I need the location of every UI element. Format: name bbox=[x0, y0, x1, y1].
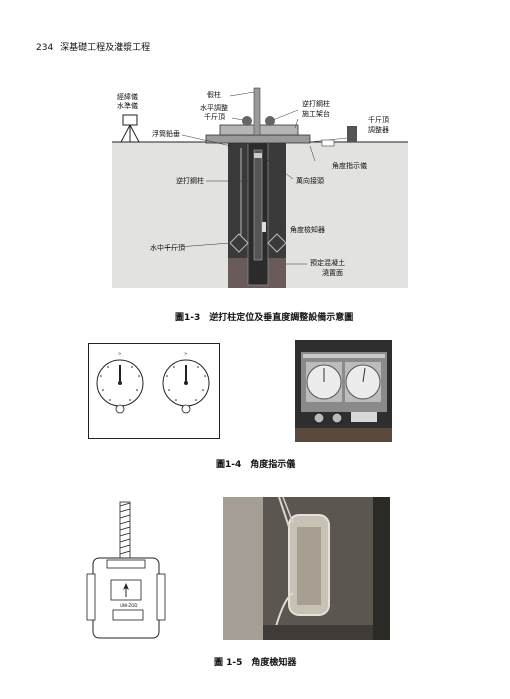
label-column-platform-2: 施工架台 bbox=[302, 110, 330, 118]
horizontal-jack-right bbox=[265, 116, 275, 126]
angle-indicator-drawing: > > bbox=[88, 343, 220, 439]
universal-joint bbox=[254, 153, 262, 158]
rod-thread bbox=[119, 502, 131, 555]
caption-figure-1-4: 圖1-4 角度指示儀 bbox=[216, 460, 296, 470]
device-label: UNI-ZOD bbox=[120, 603, 138, 608]
label-concrete-surface-2: 澆置面 bbox=[322, 269, 343, 277]
label-universal-joint: 萬向接頭 bbox=[296, 177, 324, 185]
jack-adjuster-box bbox=[347, 126, 357, 142]
figure-1-3-diagram bbox=[112, 87, 408, 288]
tripod-leg-1 bbox=[120, 124, 131, 143]
caption-figure-1-5: 圖 1-5 角度檢知器 bbox=[214, 658, 297, 668]
angle-detector-drawing bbox=[86, 501, 166, 639]
label-jack-adjuster-1: 千斤頂 bbox=[368, 116, 389, 124]
label-column-platform-1: 逆打鋼柱 bbox=[302, 100, 330, 108]
angle-detector bbox=[262, 222, 266, 232]
dial-right: > bbox=[162, 351, 210, 414]
label-angle-indicator: 角度指示儀 bbox=[332, 162, 367, 170]
theodolite-head bbox=[122, 114, 138, 126]
working-platform bbox=[205, 134, 311, 144]
tripod-leg-3 bbox=[129, 124, 140, 143]
page-number: 234 bbox=[36, 43, 54, 53]
label-fake-column: 假柱 bbox=[207, 91, 221, 99]
column-inner bbox=[253, 149, 263, 261]
svg-text:>: > bbox=[118, 351, 121, 356]
page-header: 234 深基礎工程及灌漿工程 bbox=[36, 40, 150, 53]
label-plumb-bob: 浮筒鉛垂 bbox=[152, 130, 180, 138]
caption-figure-1-3: 圖1-3 逆打柱定位及垂直度調整設備示意圖 bbox=[175, 313, 354, 323]
label-horizontal-jack-1: 水平調整 bbox=[200, 104, 228, 112]
dial-left: > bbox=[96, 351, 144, 414]
label-horizontal-jack-2: 千斤頂 bbox=[204, 113, 225, 121]
horizontal-jack-left bbox=[242, 116, 252, 126]
dial-ticks bbox=[100, 366, 206, 401]
underwater-jack-right bbox=[267, 233, 287, 253]
label-underwater-jack: 水中千斤頂 bbox=[150, 244, 185, 252]
label-theodolite-1: 經緯儀 bbox=[117, 93, 138, 101]
svg-text:>: > bbox=[184, 351, 187, 356]
angle-indicator-photo bbox=[295, 340, 392, 442]
leader-lines bbox=[164, 91, 316, 265]
underwater-jack-left bbox=[229, 233, 249, 253]
label-top-down-column: 逆打鋼柱 bbox=[176, 177, 204, 185]
angle-detector-photo bbox=[223, 497, 390, 640]
label-concrete-surface-1: 預定混凝土 bbox=[310, 259, 345, 267]
fake-column bbox=[253, 87, 261, 136]
angle-indicator-box bbox=[321, 139, 335, 147]
label-theodolite-2: 水準儀 bbox=[117, 102, 138, 110]
label-jack-adjuster-2: 調整器 bbox=[368, 126, 389, 134]
label-angle-detector: 角度檢知器 bbox=[290, 226, 325, 234]
book-title: 深基礎工程及灌漿工程 bbox=[60, 43, 151, 53]
